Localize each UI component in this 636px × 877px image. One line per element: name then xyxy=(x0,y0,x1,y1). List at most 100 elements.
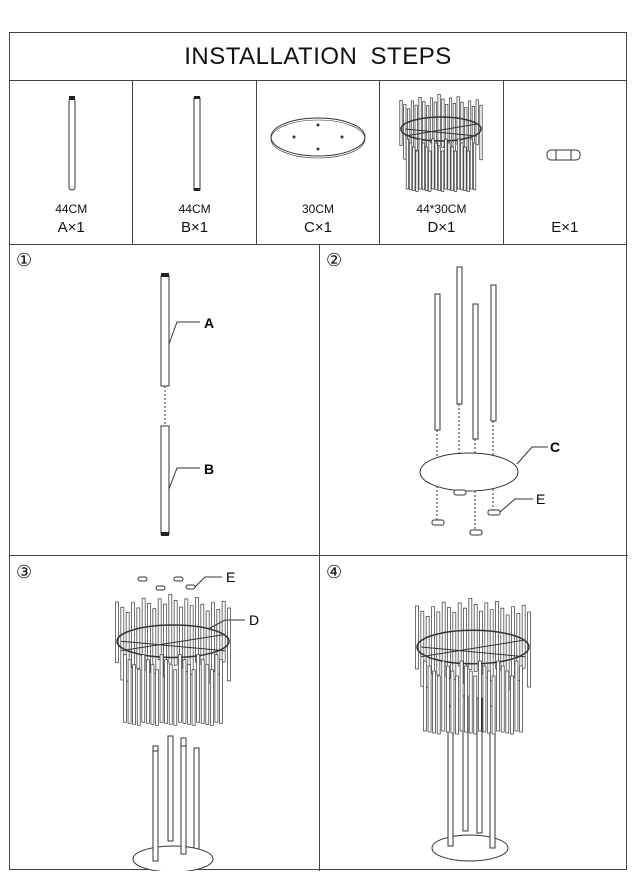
chandelier-rod xyxy=(484,602,489,679)
part-size: 44CM xyxy=(55,202,88,216)
chandelier-rod xyxy=(420,639,526,658)
chandelier-rod xyxy=(452,612,457,681)
chandelier-rod xyxy=(136,607,141,670)
chandelier-rod xyxy=(470,138,474,190)
chandelier-rod xyxy=(399,100,403,146)
chandelier-rod xyxy=(420,610,425,687)
chandelier-rod xyxy=(152,608,157,674)
chandelier-rod xyxy=(450,146,454,191)
part-a: 44CM A×1 xyxy=(10,80,134,244)
chandelier-rod xyxy=(211,602,215,672)
chandelier-rod xyxy=(150,664,155,725)
label-e: E xyxy=(226,569,235,585)
part-quantity: E×1 xyxy=(551,219,579,236)
chandelier-rod xyxy=(116,624,230,659)
chandelier-rod xyxy=(196,654,200,723)
chandelier-rod xyxy=(123,654,127,723)
part-e: E×1 xyxy=(504,80,626,244)
chandelier-rod xyxy=(464,665,468,733)
part-size: 30CM xyxy=(302,202,335,216)
chandelier-rod xyxy=(164,659,168,724)
part-b: 44CM B×1 xyxy=(133,80,257,244)
chandelier-rod xyxy=(468,670,473,734)
chandelier-rod xyxy=(191,669,196,726)
chandelier-rod xyxy=(475,99,479,146)
step-1-diagram: A B xyxy=(160,273,214,536)
chandelier-rod xyxy=(519,665,523,733)
chandelier-rod xyxy=(120,640,226,652)
chandelier-rod xyxy=(131,602,135,668)
chandelier-rod xyxy=(450,670,455,734)
chandelier-rod xyxy=(434,142,438,191)
chandelier-rod xyxy=(460,101,464,148)
chandelier-rod xyxy=(456,96,460,146)
part-size: 44CM xyxy=(178,202,211,216)
chandelier-rod xyxy=(491,675,496,735)
chandelier-rod xyxy=(423,660,427,732)
part-quantity: D×1 xyxy=(427,219,456,236)
chandelier-rod xyxy=(422,142,426,191)
part-size: 44*30CM xyxy=(416,202,467,216)
chandelier-rod xyxy=(411,100,415,150)
chandelier-rod xyxy=(414,104,419,151)
step-number: ① xyxy=(16,250,33,270)
chandelier-rod xyxy=(514,660,519,732)
chandelier-rod xyxy=(168,594,173,664)
rod-b-icon xyxy=(193,96,201,191)
chandelier-rod xyxy=(466,150,470,192)
parts-list: 44CM A×1 44CM B×1 30CM C×1 44*30CM xyxy=(10,80,626,245)
chandelier-rod xyxy=(428,150,432,192)
chandelier-rod xyxy=(473,675,478,735)
rod-a-icon xyxy=(68,96,76,191)
chandelier-rod xyxy=(425,616,430,688)
label-c: C xyxy=(550,439,560,455)
chandelier-rod xyxy=(159,654,164,723)
chandelier-rod xyxy=(425,146,429,191)
chandelier-rod xyxy=(141,654,146,723)
chandelier-rod xyxy=(473,142,477,191)
chandelier-rod xyxy=(132,664,136,725)
chandelier-rod xyxy=(205,664,210,725)
chandelier-rod xyxy=(187,664,191,725)
chandelier-rod xyxy=(457,138,461,190)
part-d: 44*30CM D×1 xyxy=(380,80,504,244)
chandelier-rod xyxy=(173,669,178,726)
chandelier-rod xyxy=(441,98,445,148)
page-title: INSTALLATION STEPS xyxy=(10,33,626,81)
chandelier-rod xyxy=(460,142,464,191)
chandelier-rod xyxy=(478,660,482,732)
nut-icon xyxy=(546,149,581,161)
chandelier-rod xyxy=(178,654,182,723)
chandelier-rod xyxy=(432,670,436,734)
label-b: B xyxy=(204,461,214,477)
chandelier-rod xyxy=(510,675,514,735)
chandelier-rod xyxy=(436,611,441,676)
chandelier-rod xyxy=(416,629,530,665)
chandelier-shade-icon xyxy=(399,93,483,192)
step-2: ② C E xyxy=(320,244,628,556)
step-number: ③ xyxy=(16,562,33,582)
chandelier-rod xyxy=(184,598,189,673)
chandelier-rod xyxy=(403,104,407,160)
part-quantity: A×1 xyxy=(57,219,85,236)
chandelier-rod xyxy=(219,659,223,724)
step-4-diagram xyxy=(415,598,531,862)
chandelier-rod xyxy=(473,604,478,672)
chandelier-rod xyxy=(216,609,221,675)
base-plate-icon xyxy=(270,117,366,159)
chandelier-rod xyxy=(120,606,125,681)
chandelier-rod xyxy=(495,601,499,669)
chandelier-rod xyxy=(415,150,419,192)
chandelier-rod xyxy=(221,600,226,663)
chandelier-rod xyxy=(496,660,500,732)
chandelier-rod xyxy=(125,612,130,682)
chandelier-rod xyxy=(454,150,458,192)
step-2-diagram: C E xyxy=(419,266,560,536)
chandelier-rod xyxy=(120,634,226,652)
chandelier-rod xyxy=(155,669,159,726)
label-e: E xyxy=(536,491,545,507)
part-quantity: C×1 xyxy=(304,219,332,236)
chandelier-rod xyxy=(210,669,214,726)
chandelier-rod xyxy=(415,605,419,670)
chandelier-rod xyxy=(168,664,173,725)
